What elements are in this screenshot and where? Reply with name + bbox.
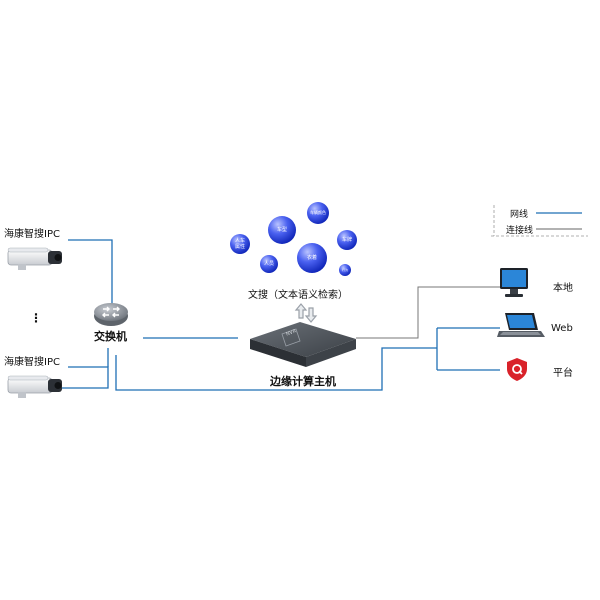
bubble bbox=[260, 255, 278, 273]
bubble-text: 车牌 bbox=[341, 237, 353, 243]
semantic-bubbles bbox=[230, 202, 357, 276]
bubble bbox=[337, 230, 357, 250]
platform-shield-icon bbox=[507, 358, 527, 381]
bubble bbox=[307, 202, 329, 224]
camera-label: 海康智搜IPC bbox=[4, 229, 60, 240]
line-camera2-switch bbox=[62, 366, 109, 389]
legend-network-label: 网线 bbox=[510, 210, 529, 220]
laptop-icon bbox=[497, 313, 545, 337]
bubble bbox=[230, 234, 250, 254]
camera-icon bbox=[7, 247, 62, 270]
client-label-platform: 平台 bbox=[553, 368, 573, 379]
bubble-text: 人车 属性 bbox=[234, 238, 246, 250]
monitor-icon bbox=[500, 268, 528, 297]
camera-ellipsis: ⋮ bbox=[30, 311, 42, 325]
line-camera1-switch bbox=[68, 239, 113, 305]
line-host-local bbox=[356, 286, 505, 339]
bubble bbox=[297, 243, 327, 273]
edge-host-label: 边缘计算主机 bbox=[270, 375, 336, 388]
camera-icon bbox=[7, 375, 62, 398]
bubble-text: 人员 bbox=[263, 261, 275, 267]
bubble bbox=[268, 216, 296, 244]
legend-connection-label: 连接线 bbox=[506, 226, 534, 236]
client-label-web: Web bbox=[551, 323, 573, 334]
camera-label: 海康智搜IPC bbox=[4, 357, 60, 368]
bubble bbox=[339, 264, 351, 276]
network-lines bbox=[62, 239, 500, 391]
switch-icon bbox=[94, 303, 128, 326]
bubble-text: 衣着 bbox=[306, 255, 318, 261]
bubble-text: 车辆颜色 bbox=[310, 210, 326, 215]
sync-arrows bbox=[294, 303, 318, 323]
client-label-local: 本地 bbox=[553, 283, 573, 294]
switch-label: 交换机 bbox=[94, 330, 127, 343]
edge-host-icon bbox=[250, 322, 356, 367]
legend bbox=[491, 205, 588, 237]
text-search-label: 文搜（文本语义检索） bbox=[248, 290, 348, 301]
line-switch-bottom bbox=[115, 347, 437, 391]
bubble-text: 车型 bbox=[276, 227, 288, 233]
bubble-text: 行为 bbox=[341, 268, 349, 272]
